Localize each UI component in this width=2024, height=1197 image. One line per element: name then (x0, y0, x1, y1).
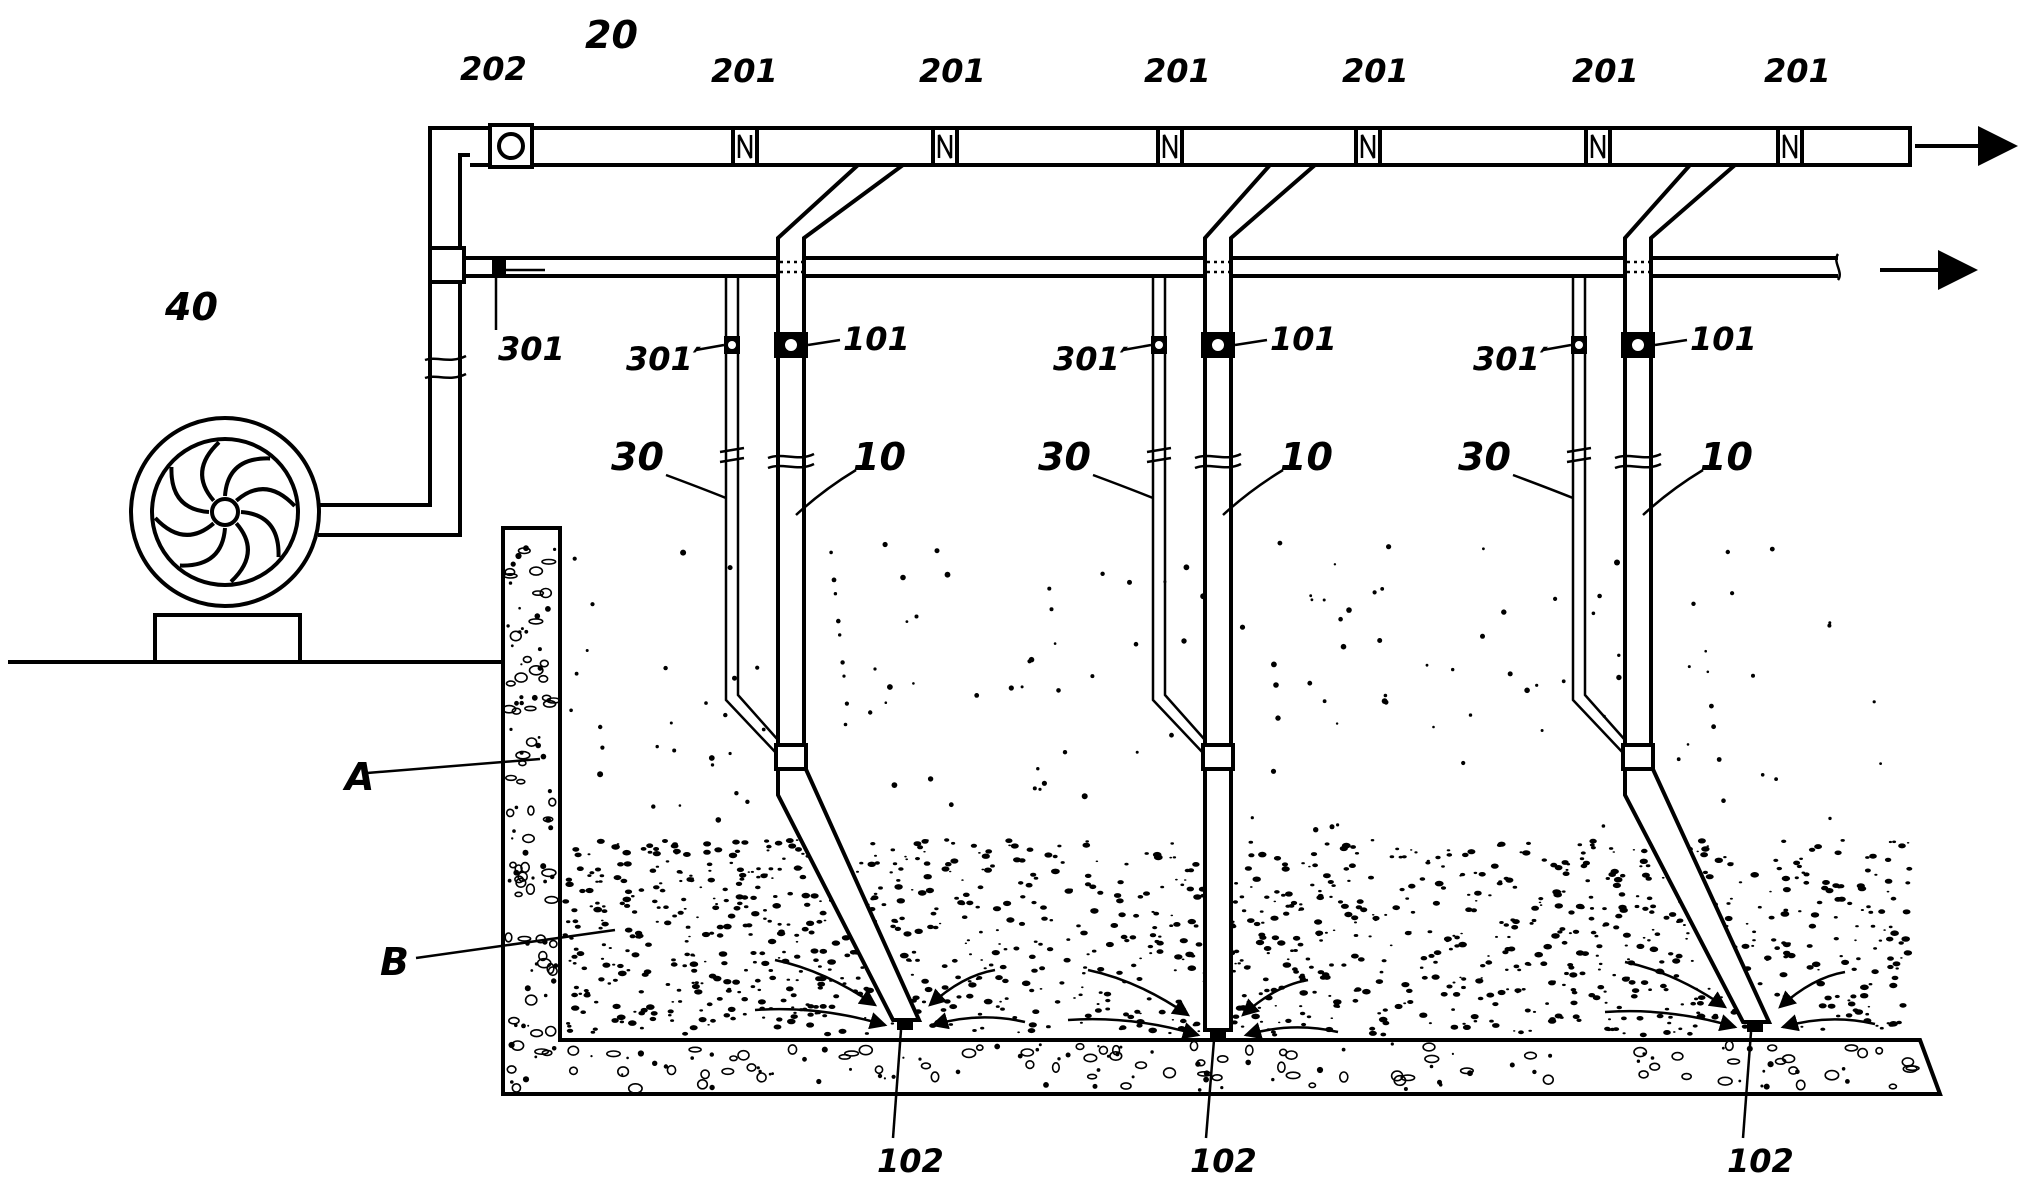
label-suction-pipe: 10 (1700, 435, 1753, 479)
label-check-valve: 201 (711, 52, 778, 90)
suction-pipe (776, 163, 923, 1022)
pipe-outlet (1747, 1022, 1763, 1032)
branch-1 (719, 163, 1026, 1030)
branch-2 (1067, 163, 1339, 1040)
label-aux-pipe: 30 (1038, 435, 1091, 479)
label-main-pipe: 20 (585, 13, 638, 57)
riser-pipe-inner (318, 153, 470, 537)
label-check-valve: 201 (1572, 52, 1639, 90)
check-valve (731, 126, 759, 167)
label-aux-pipe: 30 (1458, 435, 1511, 479)
label-check-valve: 201 (919, 52, 986, 90)
label-sediment: B (380, 940, 409, 984)
label-branch-aux-valve: 301′ (1053, 340, 1129, 378)
wall-texture (501, 545, 1920, 1095)
label-branch-valve: 101 (1270, 320, 1337, 358)
label-aux-valve: 301 (498, 330, 565, 368)
label-pipe-outlet: 102 (1190, 1142, 1257, 1180)
label-branch-valve: 101 (1690, 320, 1757, 358)
blower (129, 416, 321, 664)
label-wall: A (342, 755, 374, 799)
main-pipe (470, 126, 1912, 167)
label-suction-pipe: 10 (853, 435, 906, 479)
leader-wall (366, 757, 541, 775)
riser-pipe-outer (318, 126, 470, 507)
basin-wall (501, 526, 1943, 1096)
label-pipe-outlet: 102 (1727, 1142, 1794, 1180)
check-valves (731, 126, 1804, 167)
suction-pipe (1203, 163, 1321, 1032)
label-check-valve: 201 (1144, 52, 1211, 90)
branch-3 (1566, 163, 1876, 1032)
air-texture (569, 540, 1882, 833)
label-aux-pipe: 30 (611, 435, 664, 479)
label-pipe-outlet: 102 (877, 1142, 944, 1180)
label-check-valve: 201 (1764, 52, 1831, 90)
suction-pipe (1623, 163, 1773, 1024)
pipe-outlet (897, 1020, 913, 1030)
leader-sediment (415, 928, 616, 960)
aux-valve (492, 256, 506, 278)
label-branch-aux-valve: 301′ (626, 340, 702, 378)
pipe-break (424, 354, 467, 380)
fan-blades (153, 440, 297, 584)
pipe-outlet (1210, 1030, 1226, 1040)
label-branch-aux-valve: 301′ (1473, 340, 1549, 378)
check-valve (1776, 126, 1804, 167)
tee-fitting (428, 246, 466, 284)
label-main-valve: 202 (460, 50, 527, 88)
label-check-valve: 201 (1342, 52, 1409, 90)
check-valve (1354, 126, 1382, 167)
branch-assemblies (719, 163, 1876, 1040)
aux-header (460, 256, 1838, 278)
label-suction-pipe: 10 (1280, 435, 1333, 479)
label-branch-valve: 101 (843, 320, 910, 358)
label-blower: 40 (164, 285, 218, 329)
